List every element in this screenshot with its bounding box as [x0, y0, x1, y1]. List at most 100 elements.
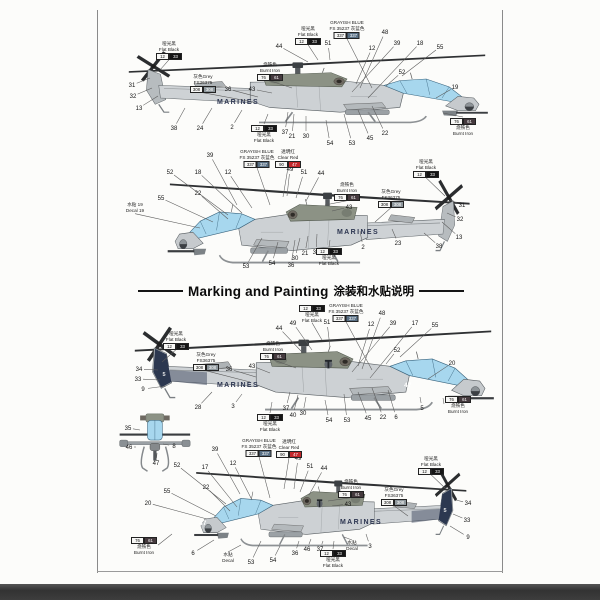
- helicopter-view-3: [133, 325, 495, 411]
- callout-number: 17: [412, 321, 419, 327]
- callout-leader-line: [162, 443, 170, 446]
- callout-leader-line: [212, 159, 238, 206]
- callout-number: 32: [130, 94, 137, 100]
- callout-leader-line: [303, 396, 307, 409]
- callout-leader-line: [282, 331, 303, 353]
- callout-leader-line: [328, 47, 331, 61]
- scan-shadow-band: [0, 584, 600, 600]
- callout-leader-line: [201, 196, 229, 220]
- callout-number: 21: [289, 134, 296, 140]
- callout-leader-line: [359, 230, 363, 243]
- callout-leader-line: [176, 107, 186, 124]
- callout-leader-line: [235, 393, 243, 403]
- callout-leader-line: [357, 391, 367, 414]
- callout-leader-line: [136, 77, 151, 84]
- label-leader-line: [307, 44, 319, 61]
- callout-number: 37: [282, 130, 289, 136]
- callout-number: 43: [249, 364, 256, 370]
- title-rule-right: [419, 290, 465, 292]
- callout-leader-line: [355, 52, 371, 85]
- callout-number: 9: [141, 387, 145, 393]
- label-leader-line: [161, 349, 177, 363]
- callout-number: 54: [269, 261, 276, 267]
- callout-number: 44: [321, 466, 328, 472]
- callout-number: 36: [292, 551, 299, 557]
- section-title-en: Marking and Painting: [188, 283, 329, 299]
- callout-number: 2: [230, 125, 234, 131]
- page-edge-right: [502, 10, 503, 573]
- marines-marking: MARINES: [217, 382, 259, 389]
- callout-number: 12: [368, 322, 375, 328]
- section-title: Marking and Painting 涂装和水贴说明: [138, 283, 465, 299]
- callout-leader-line: [143, 369, 159, 371]
- callout-leader-line: [331, 504, 344, 507]
- callout-number: 19: [452, 85, 459, 91]
- callout-number: 30: [292, 256, 299, 262]
- callout-number: 17: [202, 465, 209, 471]
- callout-number: 54: [326, 418, 333, 424]
- callout-leader-line: [143, 95, 159, 106]
- label-leader-line: [425, 177, 446, 197]
- callout-leader-line: [295, 176, 303, 199]
- callout-number: 52: [167, 170, 174, 176]
- callout-number: 34: [136, 367, 143, 373]
- callout-leader-line: [387, 389, 395, 413]
- callout-leader-line: [156, 452, 158, 459]
- callout-number: 33: [135, 377, 142, 383]
- callout-leader-line: [142, 378, 161, 381]
- callout-leader-line: [325, 119, 330, 139]
- tail-code: 5: [443, 508, 446, 514]
- label-leader-line: [345, 321, 373, 371]
- label-leader-line: [269, 80, 293, 89]
- callout-leader-line: [391, 228, 397, 239]
- callout-leader-line: [357, 109, 369, 134]
- callout-number: 51: [324, 320, 331, 326]
- callout-leader-line: [351, 46, 394, 93]
- callout-number: 8: [172, 444, 176, 450]
- callout-number: 22: [382, 131, 389, 137]
- callout-leader-line: [147, 385, 167, 389]
- callout-number: 12: [225, 170, 232, 176]
- callout-number: 38: [171, 126, 178, 132]
- label-leader-line: [442, 397, 445, 405]
- callout-leader-line: [283, 48, 309, 63]
- callout-leader-line: [316, 233, 318, 248]
- callout-leader-line: [295, 326, 313, 351]
- callout-number: 6: [394, 415, 398, 421]
- callout-number: 3: [368, 544, 372, 550]
- label-leader-line: [263, 113, 269, 125]
- callout-leader-line: [233, 370, 257, 378]
- callout-leader-line: [351, 326, 391, 373]
- callout-number: 53: [349, 141, 356, 147]
- label-leader-line: [343, 536, 353, 541]
- callout-number: 39: [207, 153, 214, 159]
- callout-leader-line: [256, 367, 271, 374]
- callout-number: 39: [394, 41, 401, 47]
- nose-number: 47: [404, 382, 412, 389]
- callout-number: 22: [380, 415, 387, 421]
- callout-number: 30: [303, 134, 310, 140]
- callout-number: 33: [464, 518, 471, 524]
- callout-leader-line: [234, 109, 243, 123]
- callout-leader-line: [173, 174, 229, 216]
- label-leader-line: [374, 207, 392, 223]
- callout-number: 55: [437, 45, 444, 51]
- callout-number: 53: [344, 418, 351, 424]
- callout-number: 43: [249, 87, 256, 93]
- callout-number: 36: [288, 263, 295, 269]
- label-leader-line: [205, 370, 251, 383]
- callout-number: 2: [361, 245, 365, 251]
- callout-leader-line: [401, 49, 437, 77]
- nose-number: 47: [199, 521, 207, 527]
- section-title-cn: 涂装和水贴说明: [333, 286, 415, 298]
- callout-leader-line: [209, 490, 231, 512]
- callout-number: 12: [230, 461, 237, 467]
- callout-number: 31: [459, 203, 466, 209]
- callout-leader-line: [197, 539, 215, 551]
- callout-leader-line: [252, 540, 262, 558]
- callout-number: 48: [379, 311, 386, 317]
- callout-leader-line: [293, 394, 299, 411]
- callout-leader-line: [435, 89, 451, 99]
- callout-leader-line: [308, 472, 322, 496]
